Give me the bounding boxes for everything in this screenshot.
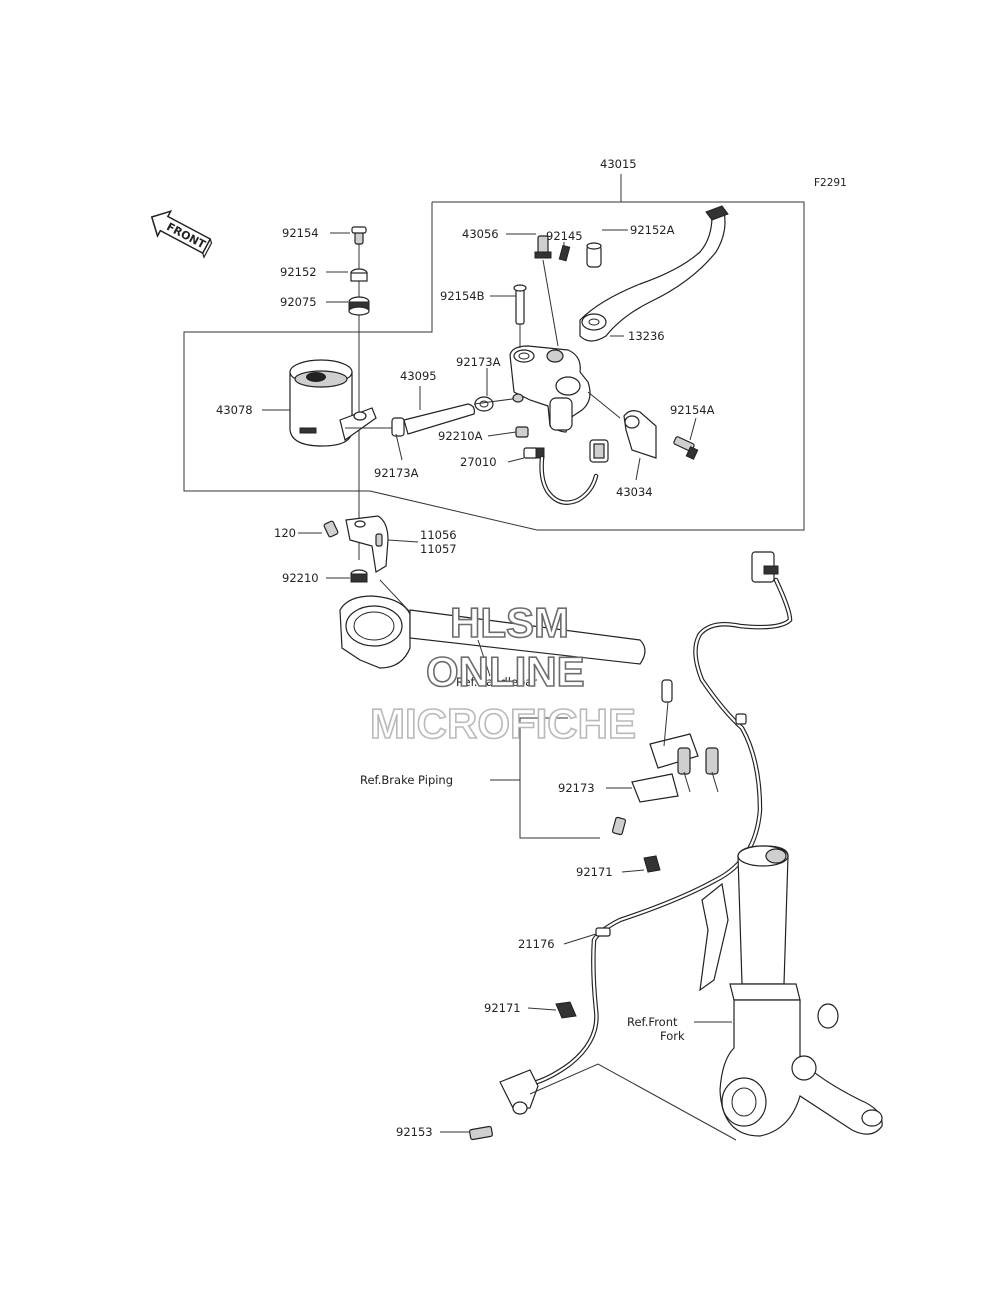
ref-front-fork-line2: Fork [660, 1029, 685, 1043]
front-arrow-icon: FRONT [150, 209, 213, 259]
handlebar [339, 579, 646, 677]
label-27010: 27010 [460, 455, 497, 469]
label-43034: 43034 [616, 485, 653, 499]
label-120: 120 [274, 526, 296, 540]
label-13236: 13236 [628, 329, 665, 343]
label-43095: 43095 [400, 369, 437, 383]
label-92173: 92173 [558, 781, 595, 795]
label-92153: 92153 [396, 1125, 433, 1139]
assembly-outline [183, 174, 805, 531]
watermark-line-2: ONLINE [426, 648, 585, 695]
ref-handlebar: Ref.Handlebar [456, 675, 537, 689]
label-92152: 92152 [280, 265, 317, 279]
brake-hose-fitting [555, 679, 719, 1019]
watermark-line-3: MICROFICHE [370, 700, 636, 747]
label-92210a: 92210A [438, 429, 483, 443]
reference-labels: Ref.Handlebar Ref.Brake Piping Ref.Front… [360, 675, 685, 1043]
lever-pivot-parts [513, 235, 602, 438]
reservoir-cap-parts [348, 226, 370, 560]
figure-code: F2291 [814, 177, 847, 189]
brake-piping-callout [490, 717, 600, 839]
label-92145: 92145 [546, 229, 583, 243]
label-92152a: 92152A [630, 223, 675, 237]
label-11057: 11057 [420, 542, 457, 556]
leader-lines [262, 229, 737, 1141]
master-cylinder-clamp [623, 410, 699, 460]
label-43056: 43056 [462, 227, 499, 241]
label-21176: 21176 [518, 937, 555, 951]
master-cylinder [509, 345, 621, 433]
mirror-bracket [323, 515, 389, 583]
reservoir-hose [345, 396, 521, 437]
brake-fluid-reservoir [289, 359, 377, 447]
abs-sensor-wire [469, 551, 793, 1141]
watermark-line-1: HLSM [450, 599, 569, 646]
part-labels: 43015 92154 92152 92075 43078 43095 9217… [216, 157, 715, 1139]
label-43078: 43078 [216, 403, 253, 417]
label-92173a-bottom: 92173A [374, 466, 419, 480]
label-92075: 92075 [280, 295, 317, 309]
label-11056: 11056 [420, 528, 457, 542]
label-92173a-top: 92173A [456, 355, 501, 369]
brake-lever [579, 205, 729, 342]
watermark: HLSM ONLINE MICROFICHE [369, 598, 637, 748]
ref-front-fork-line1: Ref.Front [627, 1015, 678, 1029]
brake-light-switch [523, 439, 609, 505]
label-92210: 92210 [282, 571, 319, 585]
label-92154: 92154 [282, 226, 319, 240]
ref-brake-piping: Ref.Brake Piping [360, 773, 453, 787]
label-92154a: 92154A [670, 403, 715, 417]
label-43015: 43015 [600, 157, 637, 171]
front-fork [699, 845, 883, 1137]
label-92154b: 92154B [440, 289, 485, 303]
label-92171-b: 92171 [484, 1001, 521, 1015]
label-92171-a: 92171 [576, 865, 613, 879]
